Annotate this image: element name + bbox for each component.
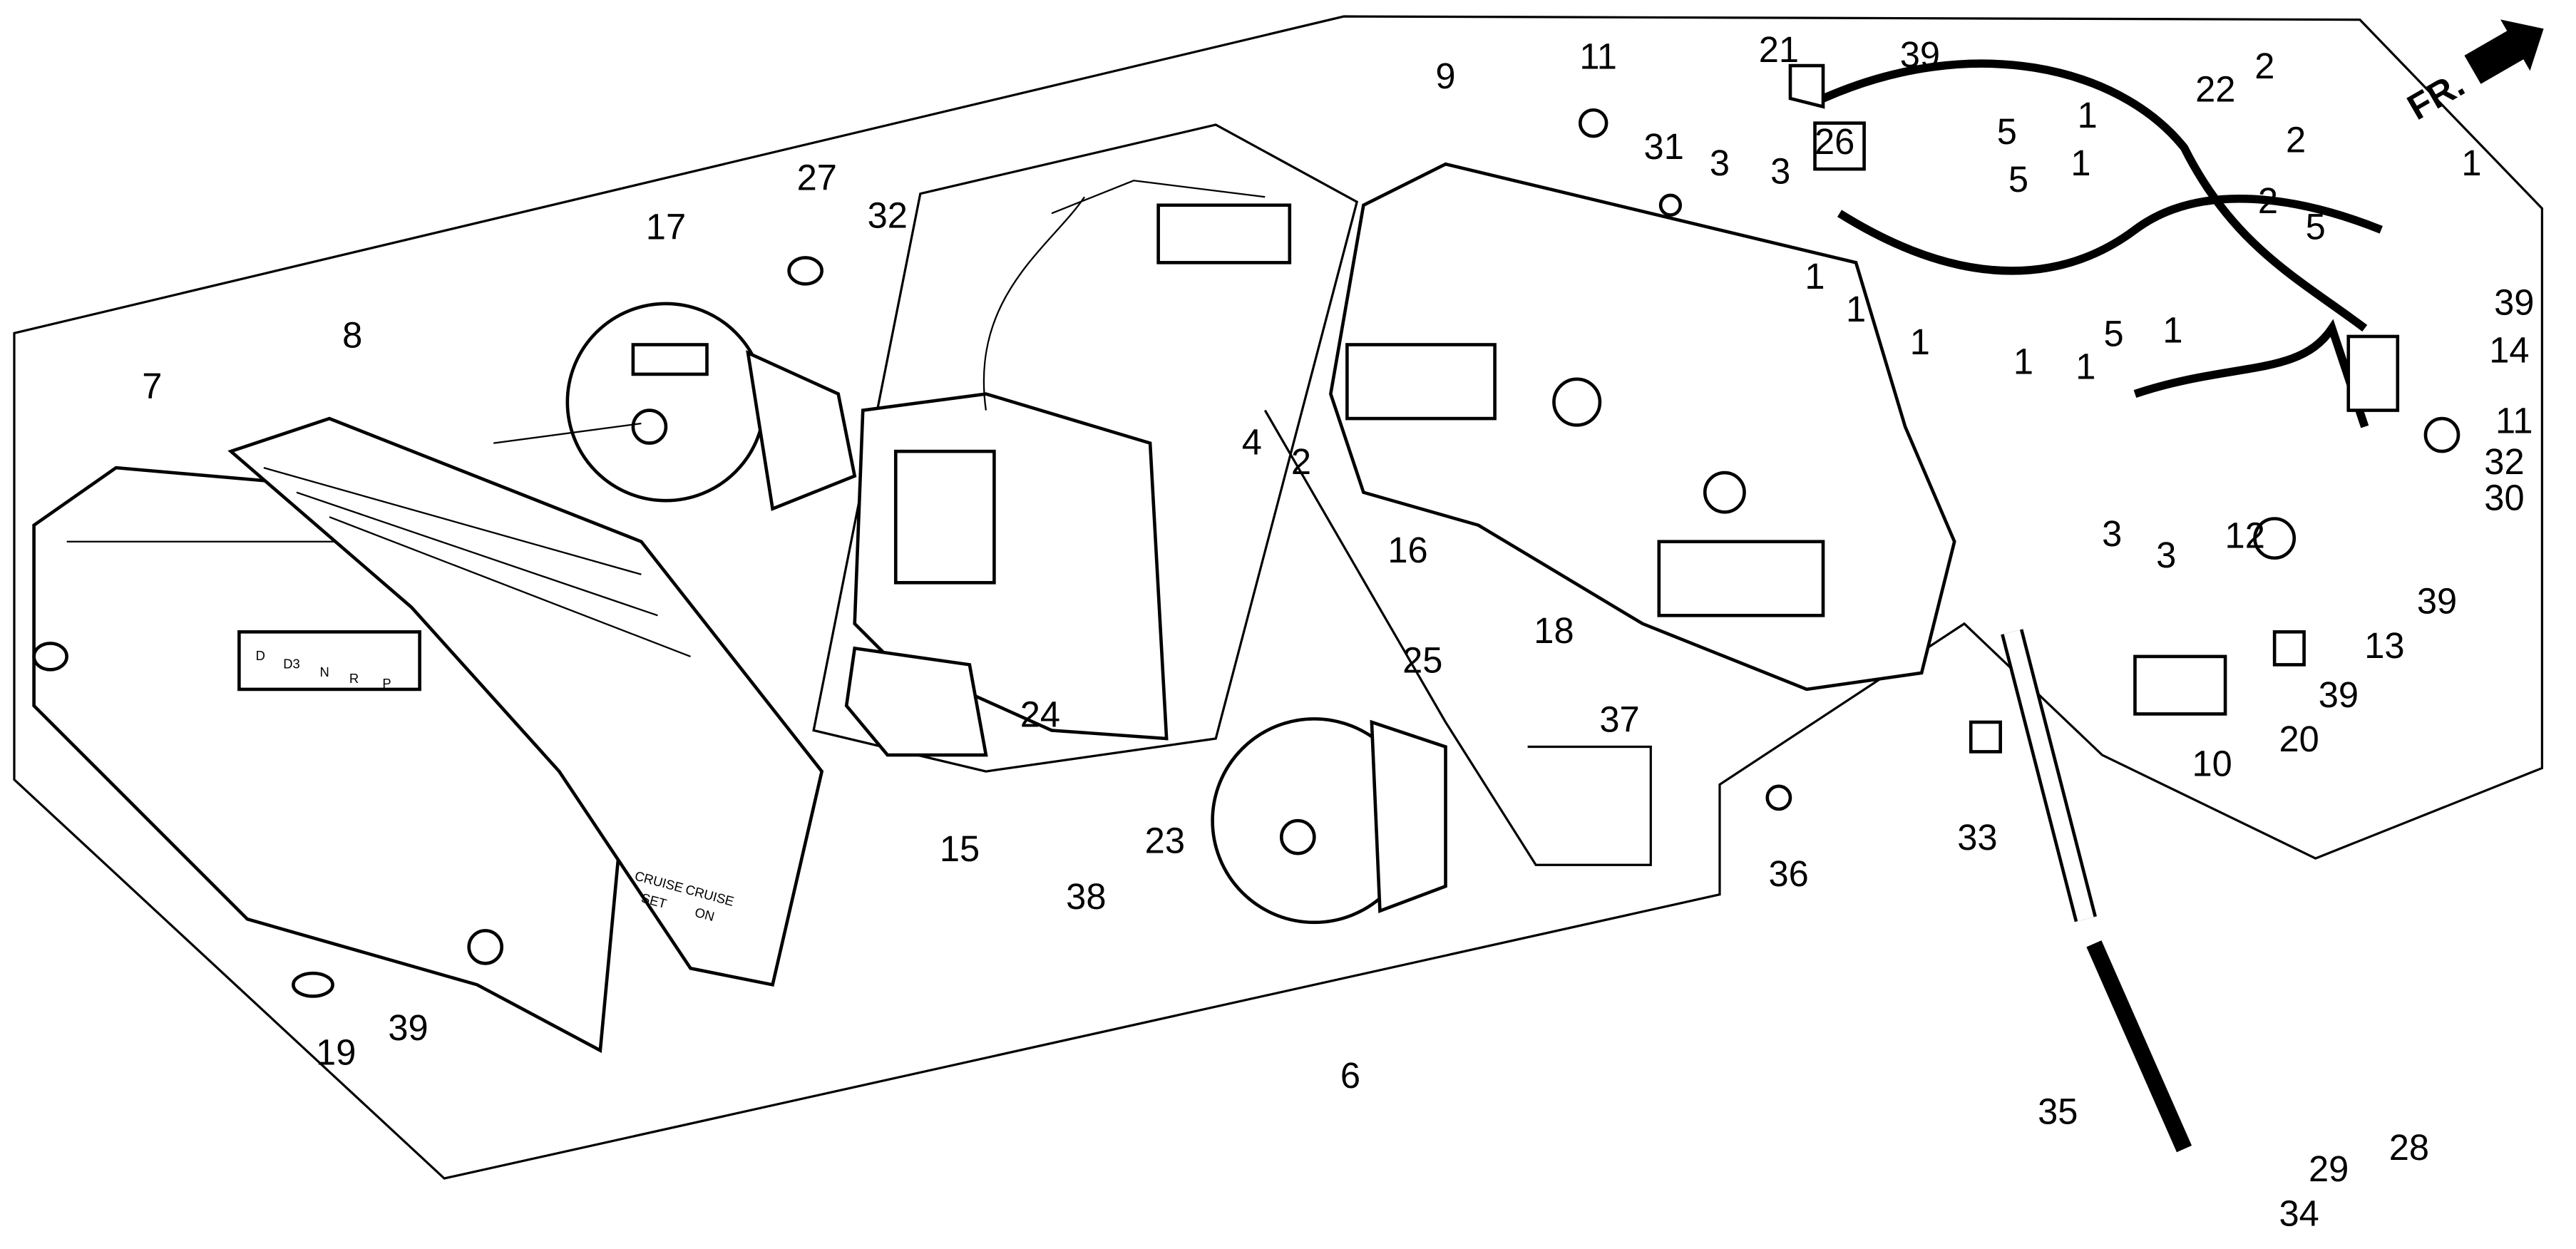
callout-31: 31 — [1644, 126, 1684, 167]
callout-8: 8 — [342, 315, 362, 356]
callout-21: 21 — [1759, 29, 1799, 70]
callout-3: 3 — [2102, 513, 2122, 554]
callout-35: 35 — [2038, 1091, 2078, 1132]
callout-39: 39 — [388, 1007, 428, 1048]
callout-39: 39 — [2494, 282, 2534, 323]
shift-label-r: R — [349, 671, 359, 686]
callout-14: 14 — [2489, 329, 2529, 370]
shift-indicator: D D3 N R P — [256, 648, 391, 691]
callout-1: 1 — [2461, 143, 2481, 183]
callout-1: 1 — [2078, 95, 2098, 135]
callout-15: 15 — [940, 828, 980, 869]
callout-12: 12 — [2225, 515, 2265, 556]
callout-1: 1 — [1805, 256, 1825, 297]
callout-10: 10 — [2192, 744, 2232, 784]
callout-2: 2 — [2258, 180, 2278, 221]
callout-18: 18 — [1534, 610, 1574, 651]
callout-1: 1 — [2162, 310, 2182, 351]
front-arrow-icon — [2464, 19, 2544, 84]
callout-11: 11 — [2495, 400, 2533, 441]
callout-1: 1 — [2075, 346, 2095, 386]
callout-5: 5 — [1997, 111, 2017, 152]
shift-label-d3: D3 — [283, 656, 300, 671]
callout-16: 16 — [1387, 530, 1427, 570]
callout-25: 25 — [1402, 639, 1442, 680]
callout-32: 32 — [2484, 441, 2524, 482]
callout-11: 11 — [1579, 36, 1617, 76]
callout-17: 17 — [646, 207, 686, 247]
shift-label-p: P — [382, 676, 391, 691]
callout-33: 33 — [1957, 817, 1997, 858]
callout-4: 4 — [1242, 421, 1262, 462]
shift-label-d: D — [256, 648, 265, 663]
callout-38: 38 — [1066, 876, 1106, 917]
callout-27: 27 — [797, 158, 837, 198]
subassembly-15-boundary — [812, 123, 1359, 773]
callout-22: 22 — [2195, 68, 2235, 109]
callout-30: 30 — [2484, 478, 2524, 518]
callout-6: 6 — [1340, 1055, 1360, 1096]
callout-23: 23 — [1145, 821, 1185, 861]
callout-13: 13 — [2364, 625, 2404, 666]
shift-label-n: N — [319, 664, 329, 679]
subassembly-16-boundary — [1263, 409, 1652, 866]
callout-26: 26 — [1815, 121, 1854, 162]
front-direction-indicator: FR. — [2401, 19, 2544, 128]
callout-5: 5 — [2103, 313, 2123, 354]
assembly-boundary — [13, 15, 2544, 1180]
gauge-23-part — [1211, 717, 1447, 925]
callout-3: 3 — [2156, 535, 2176, 575]
speedometer-cable-part — [2001, 629, 2192, 1153]
callout-29: 29 — [2309, 1148, 2349, 1189]
callout-1: 1 — [2070, 143, 2090, 183]
callout-39: 39 — [2417, 581, 2457, 622]
callout-24: 24 — [1020, 694, 1060, 734]
callout-1: 1 — [1846, 289, 1866, 329]
callout-3: 3 — [1770, 150, 1790, 191]
callout-20: 20 — [2279, 719, 2319, 759]
callout-5: 5 — [2306, 207, 2326, 247]
callout-32: 32 — [868, 195, 908, 236]
callout-36: 36 — [1769, 853, 1809, 894]
callout-9: 9 — [1435, 56, 1455, 96]
callout-7: 7 — [142, 366, 162, 406]
gauge-17-part — [493, 302, 857, 511]
meter-case-part — [1328, 162, 1956, 692]
callout-2: 2 — [2254, 46, 2274, 86]
callout-37: 37 — [1599, 699, 1639, 739]
callout-3: 3 — [1710, 143, 1730, 183]
callout-34: 34 — [2279, 1193, 2319, 1233]
callout-28: 28 — [2389, 1127, 2429, 1168]
callout-39: 39 — [2319, 674, 2359, 715]
callout-5: 5 — [2008, 159, 2028, 200]
callout-19: 19 — [316, 1032, 356, 1073]
small-parts — [292, 63, 2460, 998]
callout-39: 39 — [1900, 34, 1940, 75]
wire-harness-part — [1821, 59, 2400, 428]
callout-1: 1 — [1910, 322, 1930, 362]
callout-2: 2 — [1291, 441, 1311, 482]
display-unit-15-part — [853, 180, 1292, 741]
switch-24-part — [844, 646, 988, 757]
callout-2: 2 — [2286, 120, 2306, 160]
meter-visor-part — [227, 416, 824, 987]
callout-1: 1 — [2013, 341, 2033, 381]
